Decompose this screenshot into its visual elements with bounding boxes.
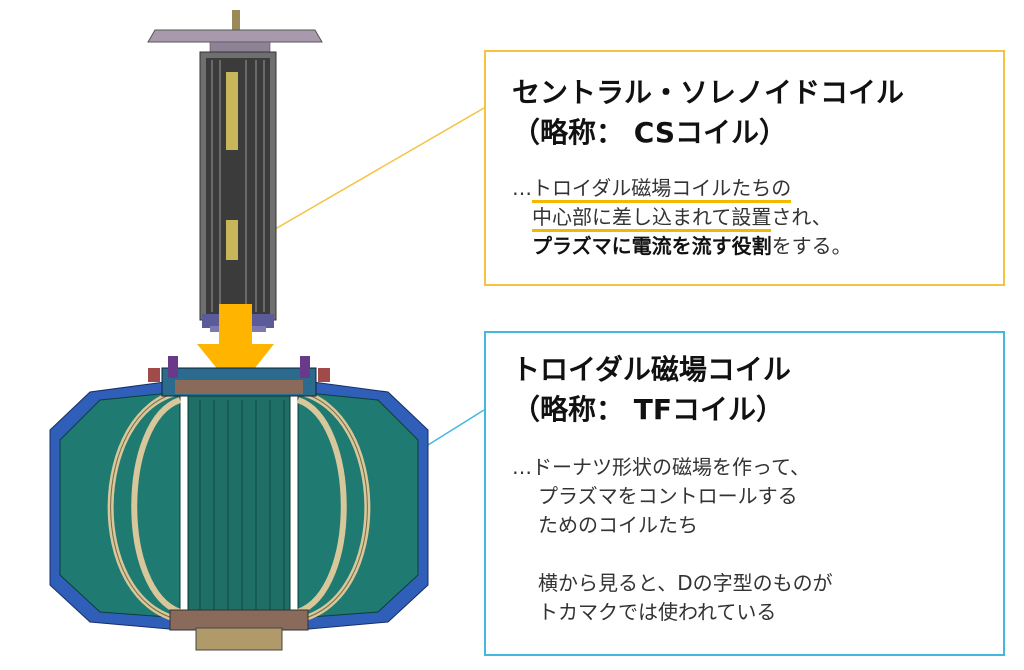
tf-desc-line: プラズマをコントロールする <box>538 484 798 508</box>
cs-desc-line3-bold: プラズマに電流を流す役割 <box>532 234 772 258</box>
cs-desc-line3-suffix: をする。 <box>771 234 852 258</box>
tf-title-line2: （略称： TFコイル） <box>512 393 784 426</box>
cs-title-line1: セントラル・ソレノイドコイル <box>512 76 905 109</box>
cs-desc-line3: プラズマに電流を流す役割をする。 <box>512 232 852 261</box>
tf-callout-box: トロイダル磁場コイル （略称： TFコイル） …ドーナツ形状の磁場を作って、 プ… <box>484 331 1005 656</box>
cs-leader-line <box>269 107 485 233</box>
cs-desc-line2-suffix: され、 <box>771 205 832 229</box>
cs-desc-line1-prefix: … <box>512 176 532 200</box>
tf-description: …ドーナツ形状の磁場を作って、 プラズマをコントロールする ためのコイルたち 横… <box>512 453 833 627</box>
cs-description: …トロイダル磁場コイルたちの 中心部に差し込まれて設置され、 プラズマに電流を流… <box>512 174 852 261</box>
cs-callout-box: セントラル・ソレノイドコイル （略称： CSコイル） …トロイダル磁場コイルたち… <box>484 50 1005 286</box>
cs-title-line2: （略称： CSコイル） <box>512 116 787 149</box>
cs-coil-drawing <box>147 10 323 332</box>
cs-desc-line1-underlined: トロイダル磁場コイルたちの <box>532 176 792 203</box>
tf-desc-line-blank <box>512 540 833 569</box>
cs-desc-line1: …トロイダル磁場コイルたちの <box>512 174 852 203</box>
tf-title-line1: トロイダル磁場コイル <box>512 353 791 386</box>
tf-desc-line: ためのコイルたち <box>538 513 698 537</box>
tf-desc-line: …ドーナツ形状の磁場を作って、 <box>512 455 810 479</box>
tf-coil-drawing <box>49 356 429 651</box>
tf-leader-line <box>419 409 485 451</box>
down-arrow-icon <box>197 304 274 392</box>
tf-desc-line: トカマクでは使われている <box>538 600 777 624</box>
tf-desc-line: 横から見ると、Dの字型のものが <box>538 571 833 595</box>
cs-desc-line2-underlined: 中心部に差し込まれて設置 <box>532 205 772 232</box>
cs-desc-line2: 中心部に差し込まれて設置され、 <box>512 203 852 232</box>
